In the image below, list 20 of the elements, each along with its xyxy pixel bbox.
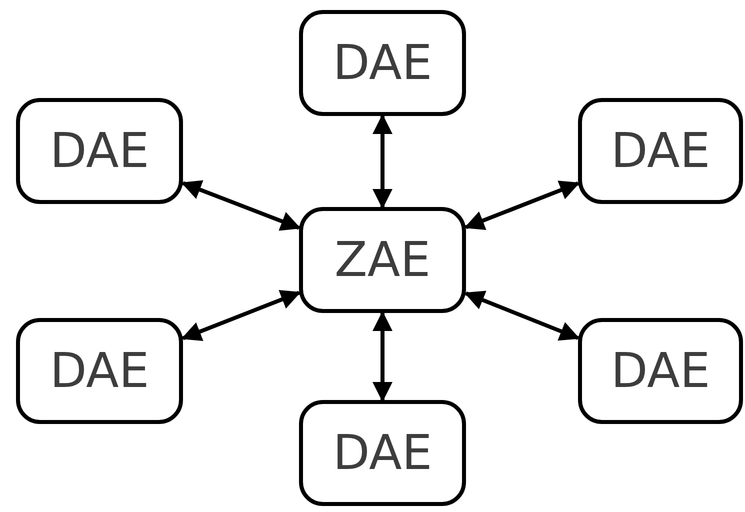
box-label: DAE [610,127,710,175]
rounded-box [299,400,466,506]
box-label: DAE [50,347,150,395]
rounded-box [578,98,743,204]
double-arrow [181,180,301,231]
double-arrow [372,114,392,209]
rounded-box [16,318,183,424]
rounded-box [299,10,466,116]
box-label: DAE [610,347,710,395]
rounded-box [16,98,183,204]
box-label: DAE [332,39,432,87]
double-arrow [372,311,392,402]
double-arrow [464,290,580,341]
double-arrow [464,180,580,230]
box-label: ZAE [334,236,431,284]
box-label: DAE [332,429,432,477]
rounded-box [299,207,466,313]
double-arrow [181,290,301,341]
box-label: DAE [50,127,150,175]
rounded-box [578,318,743,424]
